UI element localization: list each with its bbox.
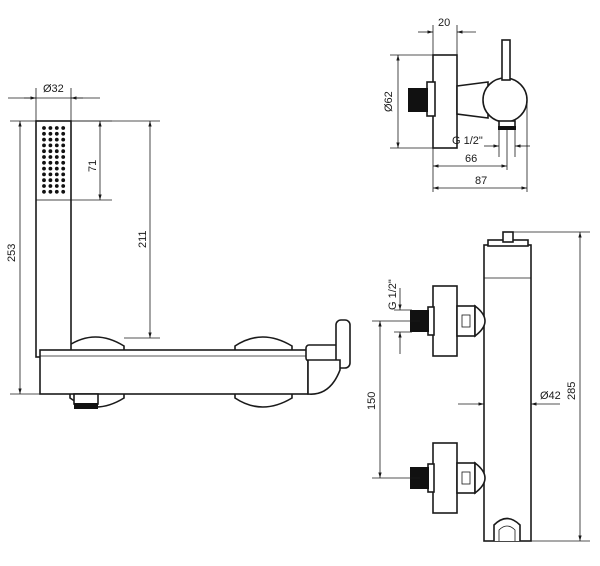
spray-nozzle	[61, 143, 66, 148]
side-rosette	[432, 54, 458, 149]
spray-nozzle	[42, 184, 46, 188]
spray-nozzle	[48, 172, 53, 177]
right-rosette-bottom	[234, 391, 293, 408]
spray-nozzle	[42, 155, 46, 159]
front-view-handshower-mixer: Ø32 71 211 253	[6, 83, 351, 409]
side-connector	[426, 81, 436, 117]
spray-nozzle	[48, 155, 53, 159]
mixer-body	[39, 349, 309, 395]
spray-nozzle	[61, 189, 66, 194]
spray-nozzle	[48, 184, 53, 188]
dim-handshower-diameter: Ø32	[43, 83, 64, 95]
spray-nozzle	[42, 149, 46, 154]
dim-body-diameter: Ø42	[540, 390, 561, 402]
side-knurled-connector	[408, 88, 428, 112]
handshower-head	[35, 120, 72, 201]
right-rosette	[234, 336, 293, 353]
dim-body-height: 285	[566, 382, 578, 400]
spray-nozzle	[42, 160, 46, 165]
spray-nozzle	[54, 184, 59, 188]
spray-nozzle	[61, 166, 66, 171]
dim-holder-height: 211	[137, 230, 149, 248]
spray-nozzle	[54, 172, 59, 177]
dim-total-height: 253	[6, 244, 18, 262]
spray-nozzle	[48, 178, 53, 183]
spray-nozzle	[61, 137, 66, 142]
spray-nozzle	[48, 160, 53, 165]
spray-nozzle	[42, 189, 46, 194]
spray-nozzle	[42, 137, 46, 142]
spray-nozzle	[42, 178, 46, 183]
spray-nozzle	[54, 155, 59, 159]
spray-nozzle	[42, 172, 46, 177]
dim-rosette-diameter: Ø62	[383, 91, 395, 112]
plan-body	[483, 244, 532, 542]
side-body-cylinder	[482, 77, 528, 123]
spray-nozzle	[54, 137, 59, 142]
spray-nozzle	[48, 189, 53, 194]
upper-rosette	[432, 285, 458, 357]
spout-aerator	[74, 403, 98, 409]
spray-nozzle	[61, 172, 66, 177]
spray-nozzle	[42, 166, 46, 171]
dim-projection-66: 66	[465, 153, 477, 165]
spout	[73, 393, 99, 405]
spray-nozzle	[54, 178, 59, 183]
dim-projection-spindle: 20	[438, 17, 450, 29]
spray-nozzle	[54, 166, 59, 171]
lever-arm	[307, 359, 341, 395]
hose-holder	[493, 517, 521, 541]
lever-handle-grip	[335, 319, 351, 369]
dim-axis-spacing: 150	[366, 392, 378, 410]
spray-nozzle	[61, 131, 66, 136]
spray-nozzle	[48, 143, 53, 148]
dim-connection-thread-side: G 1/2"	[387, 279, 399, 310]
side-spindle	[501, 39, 511, 81]
spray-nozzle	[48, 126, 53, 130]
spray-nozzle	[54, 189, 59, 194]
spray-nozzle	[61, 155, 66, 159]
spray-nozzle	[42, 126, 46, 130]
spray-nozzles	[42, 126, 66, 194]
spray-nozzle	[54, 160, 59, 165]
lower-rosette	[432, 442, 458, 514]
spray-nozzle	[42, 143, 46, 148]
side-view: 20 Ø62 G 1/2" 66 87	[383, 17, 530, 192]
spray-nozzle	[61, 178, 66, 183]
spray-nozzle	[61, 184, 66, 188]
spray-nozzle	[54, 143, 59, 148]
spray-nozzle	[42, 131, 46, 136]
dim-projection-87: 87	[475, 175, 487, 187]
spray-nozzle	[48, 137, 53, 142]
spray-nozzle	[54, 126, 59, 130]
plan-spindle-cap	[502, 231, 514, 243]
dim-spray-face-height: 71	[87, 160, 99, 172]
handshower-body	[35, 120, 72, 358]
spray-nozzle	[54, 149, 59, 154]
plan-view: G 1/2" 150 285 Ø42	[366, 231, 590, 542]
spray-nozzle	[54, 131, 59, 136]
spray-nozzle	[48, 149, 53, 154]
spray-nozzle	[48, 131, 53, 136]
spray-nozzle	[61, 149, 66, 154]
spray-nozzle	[61, 160, 66, 165]
spray-nozzle	[61, 126, 66, 130]
spray-nozzle	[48, 166, 53, 171]
dim-connection-thread-top: G 1/2"	[452, 135, 483, 147]
